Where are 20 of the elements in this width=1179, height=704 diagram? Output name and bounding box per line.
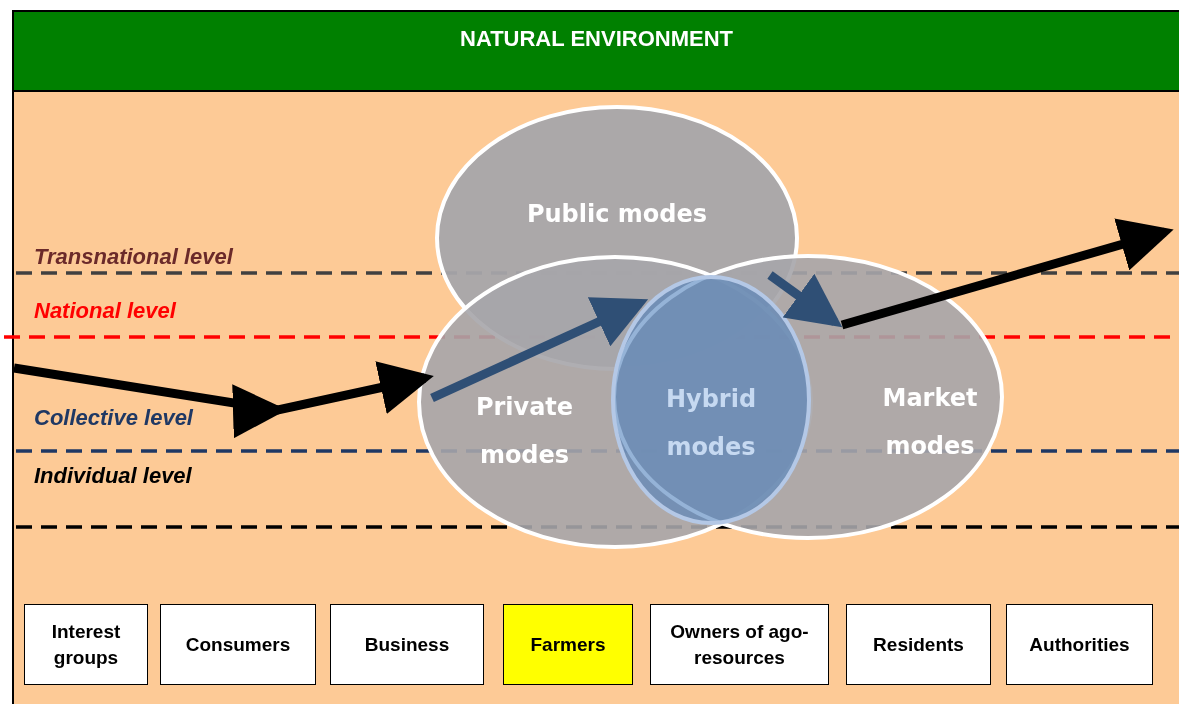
level-label: Transnational level	[34, 244, 233, 270]
stakeholder-box: Owners of ago-resources	[650, 604, 829, 685]
stakeholder-box: Farmers	[503, 604, 633, 685]
mode-label: Market modes	[881, 383, 979, 462]
level-label: National level	[34, 298, 176, 324]
arrow	[13, 361, 434, 438]
arrow	[430, 297, 649, 403]
mode-label: Public modes	[525, 199, 709, 230]
panel-heading: NATURAL ENVIRONMENT	[460, 26, 733, 52]
level-label: Individual level	[34, 463, 192, 489]
mode-label: Private modes	[474, 392, 575, 471]
arrow	[840, 218, 1174, 330]
arrow	[767, 271, 843, 328]
mode-label: Hybrid modes	[664, 384, 758, 463]
stakeholder-box: Authorities	[1006, 604, 1153, 685]
stakeholder-box: Residents	[846, 604, 991, 685]
level-label: Collective level	[34, 405, 193, 431]
stakeholder-box: Business	[330, 604, 484, 685]
stakeholder-box: Interest groups	[24, 604, 148, 685]
stakeholder-box: Consumers	[160, 604, 316, 685]
